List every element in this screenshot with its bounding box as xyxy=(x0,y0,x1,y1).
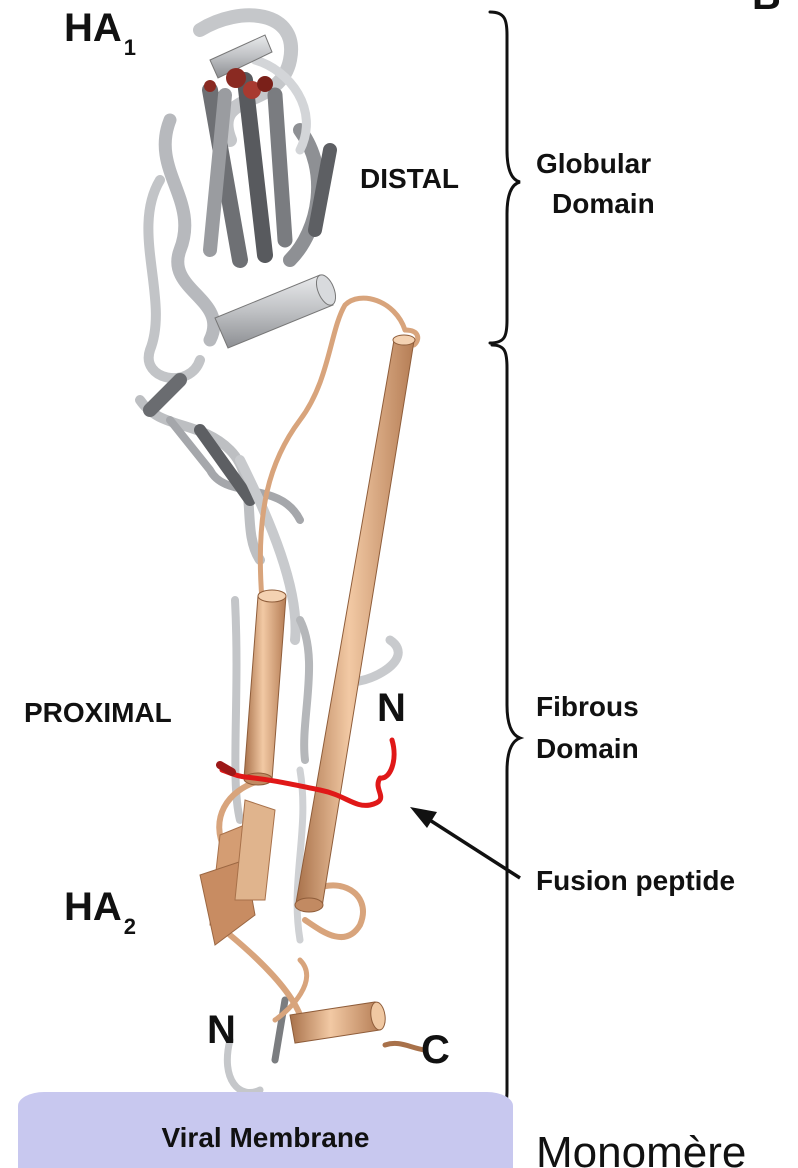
ha2-label: HA2 xyxy=(64,885,136,940)
fibrous-domain-line2: Domain xyxy=(536,733,639,765)
panel-letter: B xyxy=(752,0,781,19)
n-terminus-lower-label: N xyxy=(207,1008,236,1053)
ha1-label: HA1 xyxy=(64,6,136,61)
ha2-long-helix xyxy=(295,335,415,912)
fusion-peptide-label: Fusion peptide xyxy=(536,865,735,897)
brace-icon xyxy=(490,12,520,343)
ha2-label-sub: 2 xyxy=(124,914,136,939)
viral-membrane: Viral Membrane xyxy=(18,1092,513,1168)
globular-domain-line1: Globular xyxy=(536,148,651,180)
brace-icon xyxy=(492,345,520,1112)
ha2-short-helix xyxy=(244,590,286,785)
viral-membrane-label: Viral Membrane xyxy=(18,1122,513,1154)
n-terminus-upper-label: N xyxy=(377,686,406,731)
proximal-label: PROXIMAL xyxy=(24,697,172,729)
c-terminus-label: C xyxy=(421,1028,450,1073)
globular-domain-line2: Domain xyxy=(552,188,655,220)
distal-label: DISTAL xyxy=(360,163,459,195)
fibrous-domain-line1: Fibrous xyxy=(536,691,639,723)
ha2-label-main: HA xyxy=(64,885,122,929)
arrow-icon xyxy=(410,807,520,878)
monomere-caption: Monomère xyxy=(536,1128,746,1168)
ha1-label-sub: 1 xyxy=(124,35,136,60)
ha2-c-terminal-helix xyxy=(290,1001,387,1043)
ha1-label-main: HA xyxy=(64,6,122,50)
